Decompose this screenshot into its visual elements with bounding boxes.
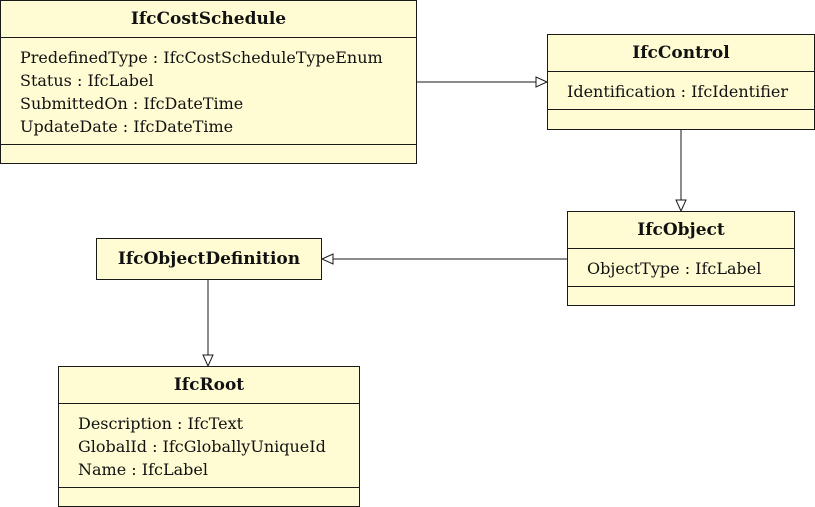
class-ifccostschedule: IfcCostSchedule PredefinedType : IfcCost…: [0, 0, 417, 164]
attribute-compartment: Description : IfcText GlobalId : IfcGlob…: [59, 404, 359, 488]
attribute: GlobalId : IfcGloballyUniqueId: [78, 437, 326, 456]
attribute-compartment: ObjectType : IfcLabel: [568, 249, 794, 287]
operation-compartment: [1, 145, 416, 162]
inheritance-arrowhead: [202, 354, 214, 368]
class-ifcobject: IfcObject ObjectType : IfcLabel: [567, 211, 795, 306]
attribute: Description : IfcText: [78, 414, 244, 433]
class-name: IfcObjectDefinition: [117, 249, 301, 269]
class-name: IfcControl: [548, 35, 814, 72]
attribute: Name : IfcLabel: [78, 460, 208, 479]
class-ifccontrol: IfcControl Identification : IfcIdentifie…: [547, 34, 815, 130]
generalization-control-to-object: [675, 129, 687, 213]
attribute: PredefinedType : IfcCostScheduleTypeEnum: [20, 48, 383, 67]
inheritance-arrowhead: [320, 253, 334, 265]
operation-compartment: [548, 110, 814, 127]
class-ifcobjectdefinition: IfcObjectDefinition: [96, 238, 322, 280]
operation-compartment: [59, 488, 359, 505]
generalization-costschedule-to-control: [417, 76, 549, 88]
class-name: IfcCostSchedule: [1, 1, 416, 38]
attribute: Identification : IfcIdentifier: [567, 82, 788, 101]
generalization-objectdefinition-to-root: [202, 280, 214, 368]
generalization-object-to-objectdefinition: [320, 253, 567, 265]
inheritance-arrowhead: [535, 76, 549, 88]
inheritance-arrowhead: [675, 199, 687, 213]
attribute: Status : IfcLabel: [20, 71, 154, 90]
attribute-compartment: PredefinedType : IfcCostScheduleTypeEnum…: [1, 38, 416, 145]
class-ifcroot: IfcRoot Description : IfcText GlobalId :…: [58, 366, 360, 507]
operation-compartment: [568, 287, 794, 304]
attribute: UpdateDate : IfcDateTime: [20, 117, 234, 136]
class-name: IfcObject: [568, 212, 794, 249]
attribute: ObjectType : IfcLabel: [587, 259, 762, 278]
attribute-compartment: Identification : IfcIdentifier: [548, 72, 814, 110]
class-name: IfcRoot: [59, 367, 359, 404]
attribute: SubmittedOn : IfcDateTime: [20, 94, 244, 113]
